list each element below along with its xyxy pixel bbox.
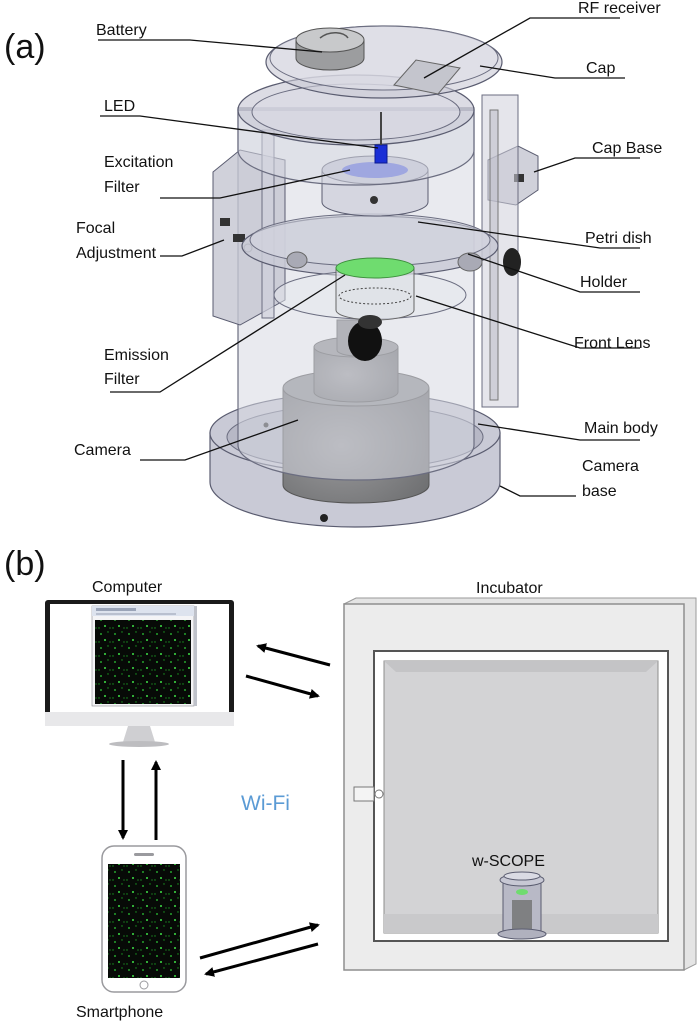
label-camera-base-line1: Camera: [582, 458, 639, 475]
label-wifi: Wi-Fi: [241, 792, 290, 815]
label-led: LED: [104, 98, 135, 115]
label-smartphone: Smartphone: [76, 1004, 163, 1021]
computer-monitor: [45, 600, 234, 747]
arrows-computer-incubator: [245, 643, 331, 699]
panel-b-label: (b): [4, 545, 46, 583]
label-emission-filter-line2: Filter: [104, 371, 140, 388]
panel-a-labels: Battery RF receiver Cap LED Cap Base Exc…: [74, 0, 662, 500]
label-wscope: w-SCOPE: [471, 853, 545, 870]
label-emission-filter-line1: Emission: [104, 347, 169, 364]
label-focal-adjustment-line1: Focal: [76, 220, 115, 237]
label-petri-dish: Petri dish: [585, 230, 652, 247]
label-camera-base-line2: base: [582, 483, 617, 500]
smartphone-fluorescence-image: [108, 864, 180, 978]
label-focal-adjustment-line2: Adjustment: [76, 245, 157, 262]
label-rf-receiver: RF receiver: [578, 0, 661, 17]
arrows-smartphone-incubator: [199, 922, 320, 977]
label-incubator: Incubator: [476, 580, 543, 597]
computer-fluorescence-image: [95, 620, 191, 704]
w-scope-device-drawing: [209, 25, 539, 528]
smartphone-device: [101, 845, 187, 993]
label-main-body: Main body: [584, 420, 658, 437]
arrows-computer-smartphone: [118, 760, 161, 840]
label-cap-base: Cap Base: [592, 140, 662, 157]
panel-a-label: (a): [4, 28, 46, 66]
label-battery: Battery: [96, 22, 147, 39]
label-camera: Camera: [74, 442, 131, 459]
label-excitation-filter-line1: Excitation: [104, 154, 173, 171]
w-scope-small-icon: [497, 871, 547, 940]
label-computer: Computer: [92, 579, 163, 596]
label-cap: Cap: [586, 60, 615, 77]
label-excitation-filter-line2: Filter: [104, 179, 140, 196]
label-holder: Holder: [580, 274, 628, 291]
label-front-lens: Front Lens: [574, 335, 650, 352]
leader-lines: [98, 17, 640, 497]
